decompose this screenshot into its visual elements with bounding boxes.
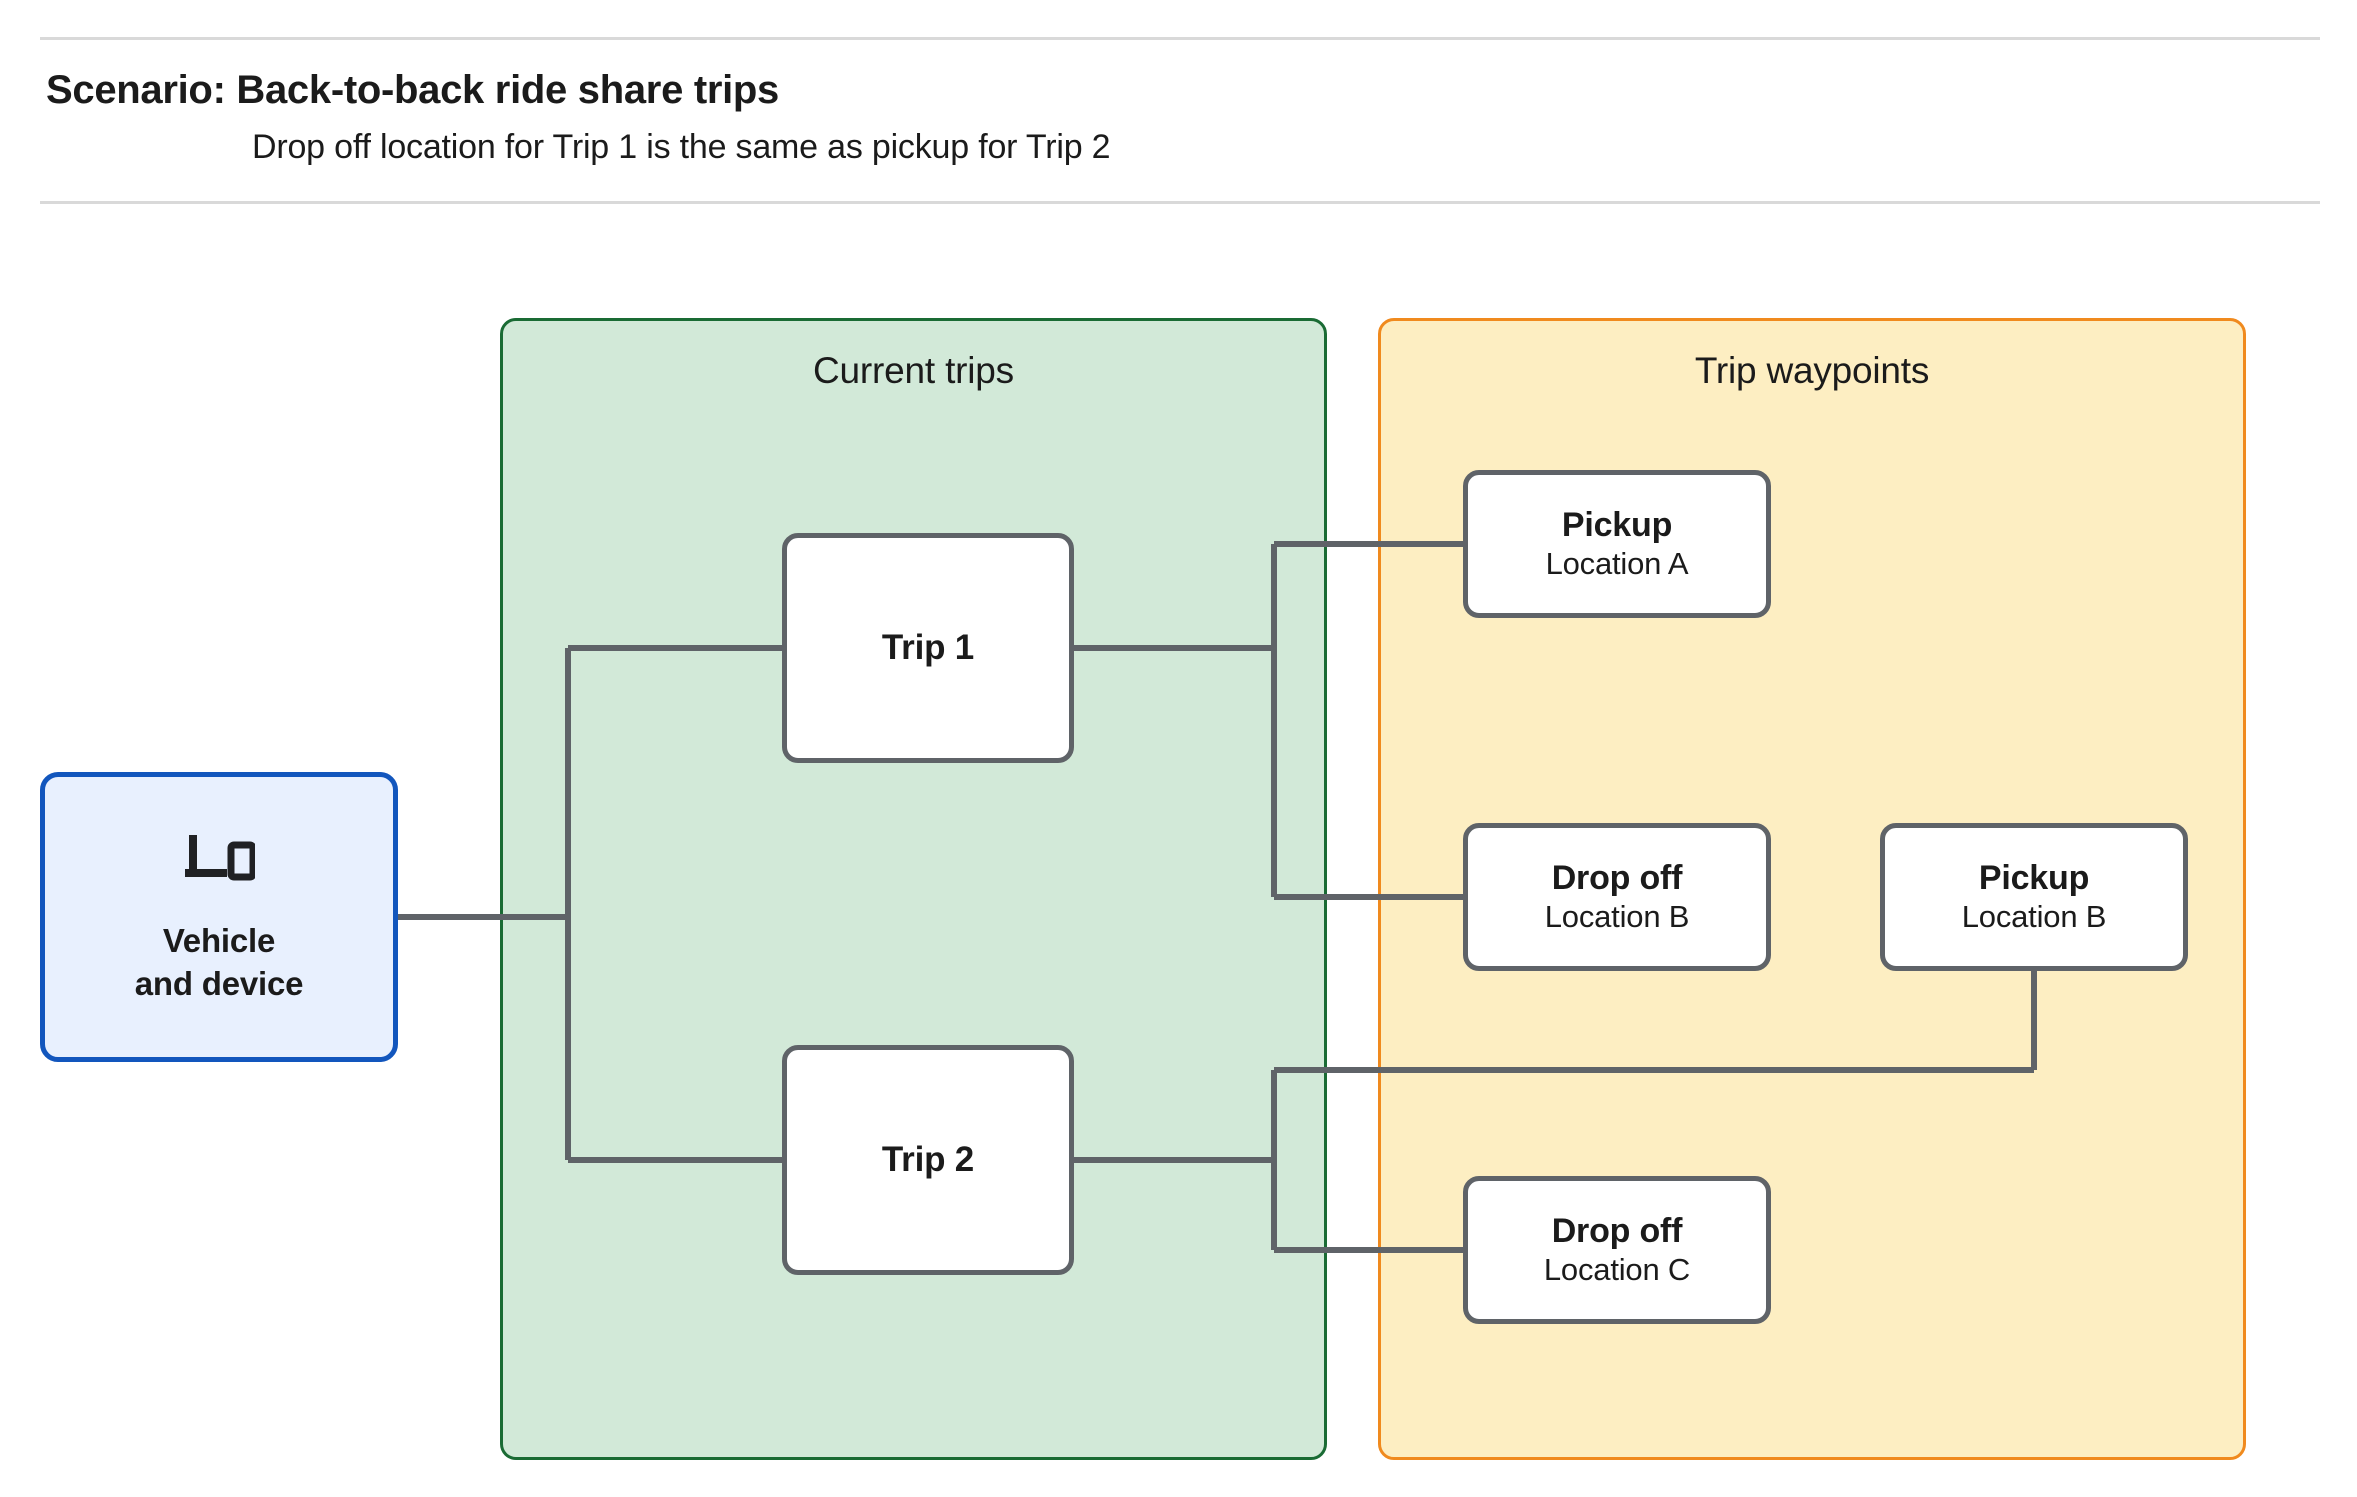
node-waypoint-pickup-b[interactable]: Pickup Location B	[1880, 823, 2188, 971]
node-vehicle-and-device[interactable]: Vehicle and device	[40, 772, 398, 1062]
devices-icon	[183, 829, 257, 890]
waypoint-dropoff-c-title: Drop off	[1551, 1212, 1683, 1251]
node-trip-1-label: Trip 1	[881, 628, 975, 667]
node-trip-2[interactable]: Trip 2	[782, 1045, 1074, 1275]
waypoint-pickup-b-location: Location B	[1961, 898, 2107, 934]
node-trip-2-label: Trip 2	[881, 1140, 975, 1179]
page-subtitle: Drop off location for Trip 1 is the same…	[252, 128, 1111, 166]
header-divider-top	[40, 37, 2320, 40]
page-title: Scenario: Back-to-back ride share trips	[46, 68, 780, 112]
node-trip-1[interactable]: Trip 1	[782, 533, 1074, 763]
node-waypoint-pickup-a[interactable]: Pickup Location A	[1463, 470, 1771, 618]
waypoint-dropoff-c-location: Location C	[1543, 1251, 1691, 1287]
waypoint-pickup-a-title: Pickup	[1561, 506, 1673, 545]
group-current-trips: Current trips	[500, 318, 1327, 1460]
waypoint-dropoff-b-title: Drop off	[1551, 859, 1683, 898]
waypoint-dropoff-b-location: Location B	[1544, 898, 1690, 934]
waypoint-pickup-a-location: Location A	[1545, 545, 1689, 581]
node-waypoint-dropoff-c[interactable]: Drop off Location C	[1463, 1176, 1771, 1324]
node-vehicle-label: Vehicle and device	[134, 922, 304, 1002]
waypoint-pickup-b-title: Pickup	[1978, 859, 2090, 898]
group-trip-waypoints-title: Trip waypoints	[1694, 350, 1930, 391]
header-divider-bottom	[40, 201, 2320, 204]
node-waypoint-dropoff-b[interactable]: Drop off Location B	[1463, 823, 1771, 971]
group-current-trips-title: Current trips	[813, 350, 1014, 391]
